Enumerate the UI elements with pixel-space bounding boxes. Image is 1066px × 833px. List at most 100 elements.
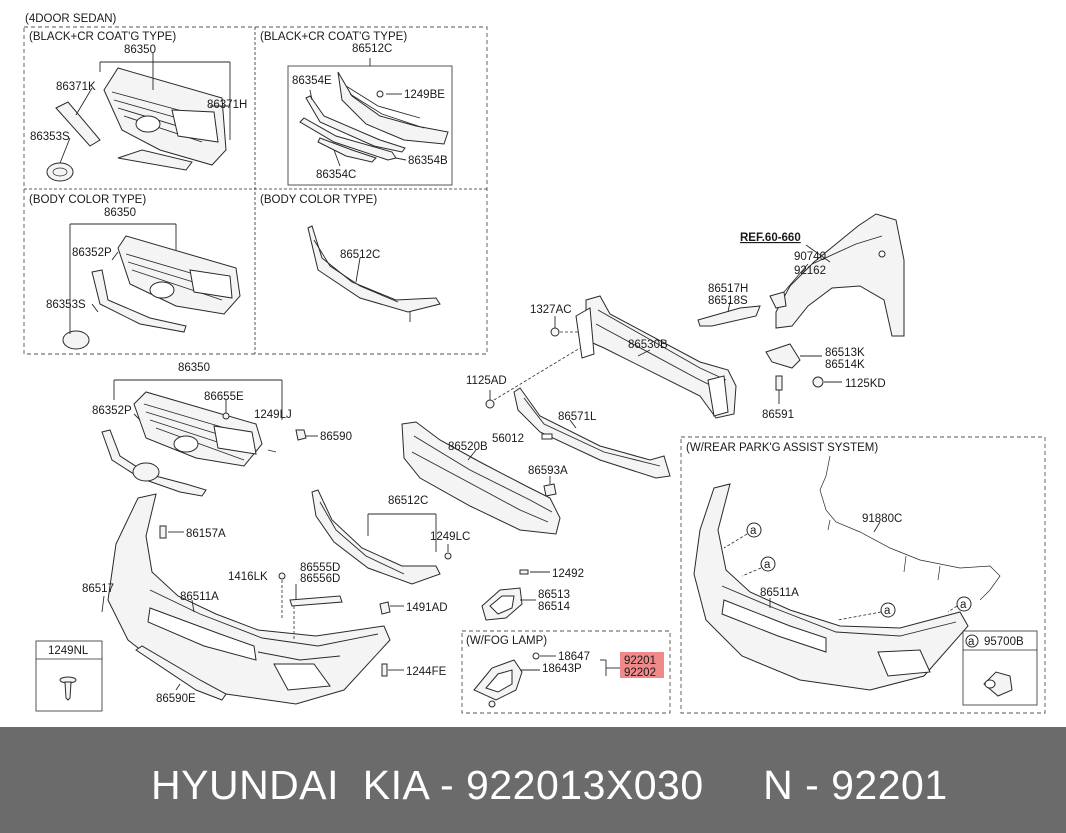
- parking-sensor-icon: [983, 671, 1013, 697]
- part-label-highlight[interactable]: 92201: [624, 655, 656, 667]
- svg-text:a: a: [764, 559, 771, 571]
- chrome-type-header-1: (BLACK+CR COAT'G TYPE): [29, 31, 176, 43]
- part-label[interactable]: 86371K: [56, 81, 96, 93]
- part-label[interactable]: 86371H: [207, 99, 247, 111]
- part-label[interactable]: 86350: [124, 44, 156, 56]
- part-label[interactable]: 86354E: [292, 75, 332, 87]
- part-label[interactable]: 95700B: [984, 636, 1024, 648]
- part-label[interactable]: 86353S: [30, 131, 70, 143]
- part-label[interactable]: 86590E: [156, 693, 196, 705]
- part-label[interactable]: 18643P: [542, 663, 582, 675]
- part-label[interactable]: 86511A: [760, 587, 799, 599]
- part-label[interactable]: 92162: [794, 265, 826, 277]
- energy-absorber: [401, 421, 561, 535]
- bolt-86591: [775, 375, 783, 391]
- sedan-group-box: [23, 26, 488, 355]
- emblem-chrome: [46, 162, 74, 182]
- part-label[interactable]: 86353S: [46, 299, 86, 311]
- bolt-1125KD: [812, 376, 824, 388]
- clip-86593A: [543, 483, 557, 497]
- part-label[interactable]: 86354C: [316, 169, 356, 181]
- screw-1249NL-box: [35, 640, 103, 712]
- part-label[interactable]: 1491AD: [406, 602, 448, 614]
- part-label[interactable]: 18647: [558, 651, 590, 663]
- grille-molding-lower: [117, 149, 193, 171]
- bumper-with-sensors: [693, 483, 969, 691]
- part-label[interactable]: 86555D: [300, 562, 340, 574]
- part-label[interactable]: 86513K: [825, 347, 865, 359]
- bolt-fender: [769, 291, 787, 309]
- ref-label[interactable]: REF.60-660: [740, 232, 801, 244]
- radiator-grille-chrome: [103, 67, 227, 166]
- highlight-92201: [620, 652, 664, 678]
- part-label[interactable]: 86512C: [352, 43, 392, 55]
- part-label[interactable]: 92202: [624, 667, 656, 679]
- part-label[interactable]: 86593A: [528, 465, 568, 477]
- fog-lamp: [473, 659, 523, 708]
- part-label[interactable]: 86556D: [300, 573, 340, 585]
- bumper-lip-86590E: [135, 645, 227, 701]
- screw-1249NL-icon: [59, 676, 77, 701]
- body-color-header-1: (BODY COLOR TYPE): [29, 194, 146, 206]
- grille-molding-left: [55, 101, 101, 147]
- part-label[interactable]: 1249LC: [430, 531, 470, 543]
- part-label[interactable]: 91880C: [862, 513, 902, 525]
- callout-a: a: [837, 602, 896, 621]
- parts-diagram: (4DOOR SEDAN) (BLACK+CR COAT'G TYPE) (BL…: [23, 13, 1046, 714]
- part-number-caption: HYUNDAI KIA - 922013X030 N - 92201: [151, 762, 948, 808]
- park-assist-header: (W/REAR PARK'G ASSIST SYSTEM): [686, 442, 878, 454]
- part-label[interactable]: 90740: [794, 251, 826, 263]
- part-label[interactable]: 86517H: [708, 283, 748, 295]
- chrome-type-header-2: (BLACK+CR COAT'G TYPE): [260, 31, 407, 43]
- part-label[interactable]: 86590: [320, 431, 352, 443]
- part-label[interactable]: 1125AD: [466, 375, 507, 387]
- part-label[interactable]: 86157A: [186, 528, 226, 540]
- part-label[interactable]: 86530B: [628, 339, 668, 351]
- emblem-body: [62, 330, 90, 350]
- part-label[interactable]: 1416LK: [228, 571, 268, 583]
- part-label[interactable]: 86517: [82, 583, 114, 595]
- bolt-86157A: [159, 525, 167, 539]
- bolt-1125AD: [485, 399, 495, 409]
- part-label[interactable]: 1244FE: [406, 666, 447, 678]
- part-label[interactable]: 1125KD: [845, 378, 886, 390]
- callout-a: a: [723, 522, 762, 549]
- part-label[interactable]: 1249NL: [48, 645, 89, 657]
- front-bumper-cover: [107, 493, 391, 705]
- part-label[interactable]: 86350: [178, 362, 210, 374]
- part-label[interactable]: 86518S: [708, 295, 748, 307]
- part-label[interactable]: 86512C: [340, 249, 380, 261]
- lower-grille: [311, 489, 441, 585]
- molding-86555D: [289, 595, 343, 607]
- screw-1249LC: [444, 552, 452, 560]
- part-label[interactable]: 86352P: [92, 405, 132, 417]
- part-label[interactable]: 86571L: [558, 411, 597, 423]
- part-label[interactable]: 86513: [538, 589, 570, 601]
- svg-text:a: a: [750, 525, 757, 537]
- callout-a: a: [741, 556, 776, 577]
- part-label[interactable]: 86354B: [408, 155, 448, 167]
- sensor-95700B-box: [962, 630, 1038, 706]
- lower-grille-chrome: [299, 71, 449, 163]
- part-label[interactable]: 1327AC: [530, 304, 572, 316]
- screw-12492: [519, 569, 529, 575]
- svg-text:a: a: [884, 605, 891, 617]
- part-label[interactable]: 1249BE: [404, 89, 445, 101]
- part-label[interactable]: 86512C: [388, 495, 428, 507]
- part-label[interactable]: 86514: [538, 601, 571, 613]
- part-label[interactable]: 86514K: [825, 359, 865, 371]
- screw-1416LK: [278, 572, 286, 580]
- part-label[interactable]: 86352P: [72, 247, 112, 259]
- part-label[interactable]: 12492: [552, 568, 584, 580]
- bumper-bracket: [765, 343, 801, 369]
- part-label[interactable]: 86511A: [180, 591, 219, 603]
- footer-bar: [0, 727, 1066, 833]
- park-assist-box: [680, 436, 1046, 714]
- part-label[interactable]: 86655E: [204, 391, 244, 403]
- part-label[interactable]: 86350: [104, 207, 136, 219]
- part-label[interactable]: 1249LJ: [254, 409, 292, 421]
- part-label[interactable]: 86591: [762, 409, 794, 421]
- part-label[interactable]: 86520B: [448, 441, 488, 453]
- part-label[interactable]: 56012: [492, 433, 524, 445]
- body-color-header-2: (BODY COLOR TYPE): [260, 194, 377, 206]
